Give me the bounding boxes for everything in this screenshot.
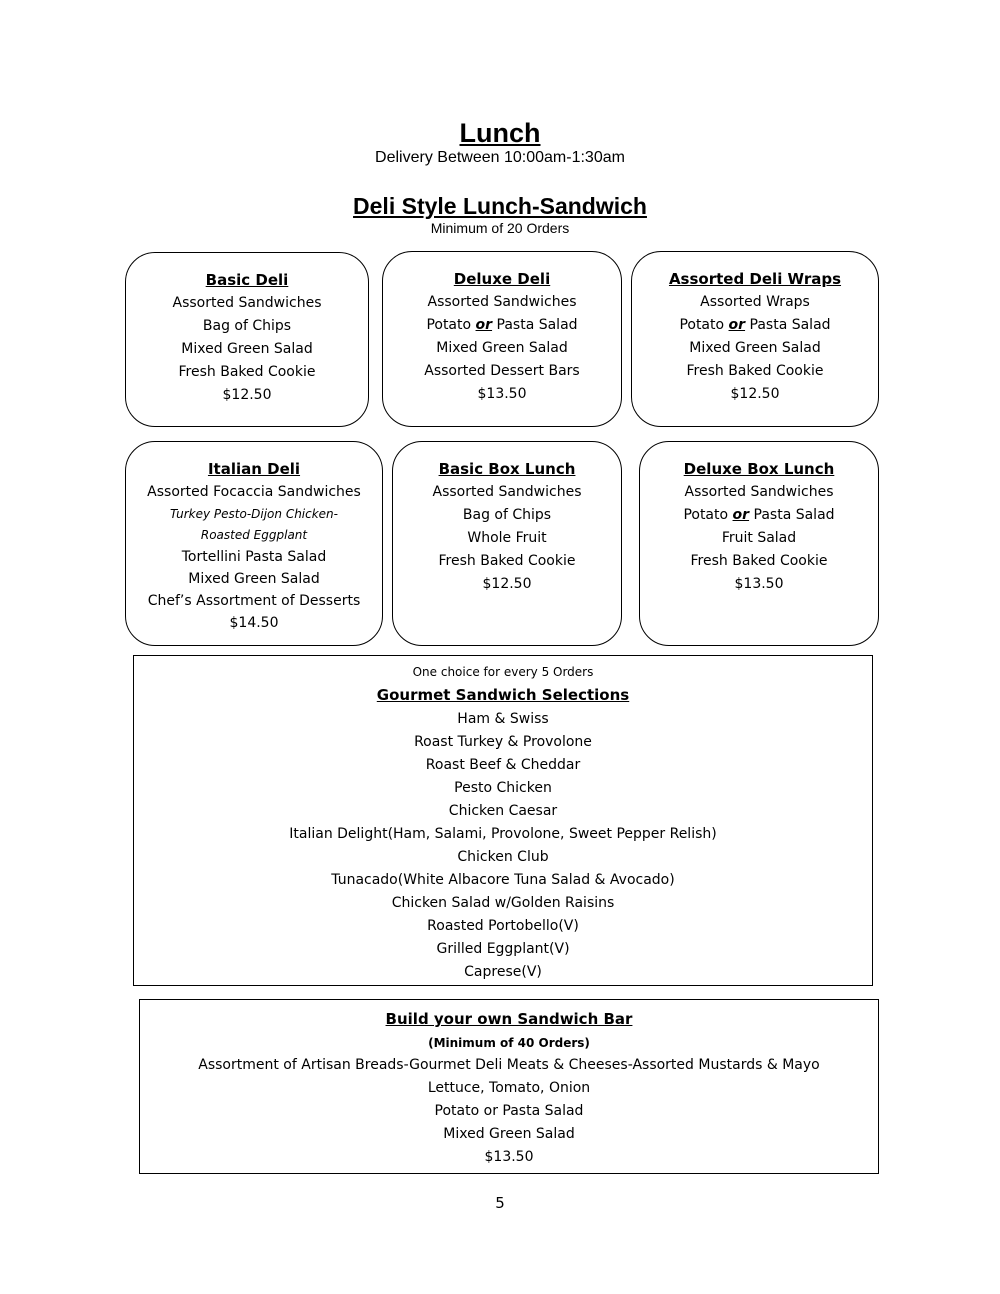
card-price: $13.50 bbox=[477, 386, 527, 402]
card-title: Deluxe Deli bbox=[453, 270, 551, 288]
card-item: Mixed Green Salad bbox=[436, 340, 568, 356]
card-item: Assorted Wraps bbox=[700, 294, 810, 310]
card-item: Whole Fruit bbox=[467, 530, 547, 546]
card-item: Assorted Focaccia Sandwiches bbox=[147, 484, 361, 500]
sandwich-bar-price: $13.50 bbox=[484, 1149, 534, 1165]
card-item: Assorted Sandwiches bbox=[427, 294, 577, 310]
card-price: $14.50 bbox=[229, 615, 279, 631]
menu-card-basic-deli: Basic Deli Assorted Sandwiches Bag of Ch… bbox=[125, 252, 369, 427]
card-item: Assorted Sandwiches bbox=[432, 484, 582, 500]
card-item: Bag of Chips bbox=[462, 507, 552, 523]
menu-card-deluxe-deli: Deluxe Deli Assorted Sandwiches Potato o… bbox=[382, 251, 622, 427]
gourmet-item: Chicken Salad w/Golden Raisins bbox=[391, 895, 615, 911]
page-title: Lunch bbox=[459, 118, 541, 148]
card-item: Fresh Baked Cookie bbox=[690, 553, 828, 569]
card-item: Fresh Baked Cookie bbox=[178, 364, 316, 380]
menu-card-basic-box-lunch: Basic Box Lunch Assorted Sandwiches Bag … bbox=[392, 441, 622, 646]
gourmet-item: Chicken Club bbox=[457, 849, 549, 865]
menu-card-deluxe-box-lunch: Deluxe Box Lunch Assorted Sandwiches Pot… bbox=[639, 441, 879, 646]
card-item: Mixed Green Salad bbox=[188, 571, 320, 587]
gourmet-item: Caprese(V) bbox=[464, 964, 542, 980]
sandwich-bar-item: Mixed Green Salad bbox=[443, 1126, 575, 1142]
sandwich-bar-item: Assortment of Artisan Breads-Gourmet Del… bbox=[198, 1057, 820, 1073]
card-price: $12.50 bbox=[730, 386, 780, 402]
card-item: Mixed Green Salad bbox=[689, 340, 821, 356]
card-price: $13.50 bbox=[734, 576, 784, 592]
card-title: Basic Deli bbox=[205, 271, 289, 289]
gourmet-item: Italian Delight(Ham, Salami, Provolone, … bbox=[289, 826, 717, 842]
sandwich-bar-item: Potato or Pasta Salad bbox=[434, 1103, 584, 1119]
card-item: Assorted Sandwiches bbox=[684, 484, 834, 500]
sandwich-bar-box: Build your own Sandwich Bar (Minimum of … bbox=[139, 999, 879, 1174]
card-item: Bag of Chips bbox=[202, 318, 292, 334]
gourmet-title: Gourmet Sandwich Selections bbox=[376, 686, 630, 704]
gourmet-item: Roast Turkey & Provolone bbox=[414, 734, 592, 750]
sandwich-bar-item: Lettuce, Tomato, Onion bbox=[427, 1080, 591, 1096]
card-item: Tortellini Pasta Salad bbox=[181, 549, 327, 565]
gourmet-item: Roast Beef & Cheddar bbox=[425, 757, 581, 773]
card-title: Basic Box Lunch bbox=[438, 460, 576, 478]
card-item-potato-or-pasta: Potato or Pasta Salad bbox=[679, 317, 831, 333]
gourmet-item: Pesto Chicken bbox=[454, 780, 552, 796]
card-price: $12.50 bbox=[482, 576, 532, 592]
gourmet-item: Chicken Caesar bbox=[448, 803, 558, 819]
card-item-note: Roasted Eggplant bbox=[200, 528, 308, 542]
menu-card-assorted-deli-wraps: Assorted Deli Wraps Assorted Wraps Potat… bbox=[631, 251, 879, 427]
card-item: Assorted Sandwiches bbox=[172, 295, 322, 311]
sandwich-bar-title: Build your own Sandwich Bar bbox=[385, 1010, 633, 1028]
card-item: Fruit Salad bbox=[721, 530, 797, 546]
gourmet-item: Tunacado(White Albacore Tuna Salad & Avo… bbox=[331, 872, 675, 888]
card-price: $12.50 bbox=[222, 387, 272, 403]
card-item: Chef’s Assortment of Desserts bbox=[147, 593, 361, 609]
card-item-note: Turkey Pesto-Dijon Chicken- bbox=[169, 507, 338, 521]
gourmet-item: Roasted Portobello(V) bbox=[427, 918, 579, 934]
card-item: Fresh Baked Cookie bbox=[686, 363, 824, 379]
card-title: Italian Deli bbox=[207, 460, 301, 478]
gourmet-item: Grilled Eggplant(V) bbox=[436, 941, 570, 957]
delivery-time: Delivery Between 10:00am-1:30am bbox=[375, 149, 625, 166]
gourmet-selections-box: One choice for every 5 Orders Gourmet Sa… bbox=[133, 655, 873, 986]
gourmet-note: One choice for every 5 Orders bbox=[412, 665, 594, 679]
page-number: 5 bbox=[495, 1194, 505, 1212]
sandwich-bar-minimum: (Minimum of 40 Orders) bbox=[428, 1036, 590, 1050]
card-title: Assorted Deli Wraps bbox=[668, 270, 842, 288]
card-item: Assorted Dessert Bars bbox=[424, 363, 580, 379]
card-item: Mixed Green Salad bbox=[181, 341, 313, 357]
card-title: Deluxe Box Lunch bbox=[683, 460, 835, 478]
section-title: Deli Style Lunch-Sandwich bbox=[353, 193, 647, 219]
minimum-orders: Minimum of 20 Orders bbox=[430, 220, 570, 236]
card-item: Fresh Baked Cookie bbox=[438, 553, 576, 569]
card-item-potato-or-pasta: Potato or Pasta Salad bbox=[683, 507, 835, 523]
card-item-potato-or-pasta: Potato or Pasta Salad bbox=[426, 317, 578, 333]
menu-card-italian-deli: Italian Deli Assorted Focaccia Sandwiche… bbox=[125, 441, 383, 646]
gourmet-item: Ham & Swiss bbox=[457, 711, 549, 727]
